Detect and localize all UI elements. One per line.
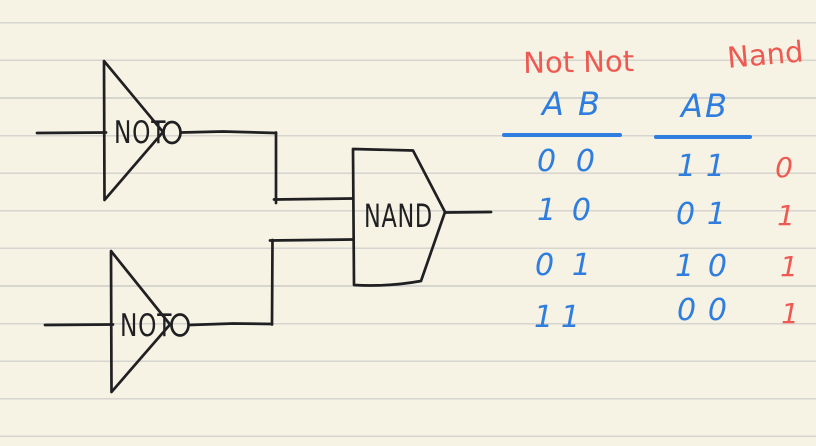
nand-row-4: 0 0 [677, 296, 727, 326]
not-not-table-rule [502, 133, 622, 137]
nand-out-2: 1 [777, 199, 795, 232]
logic-circuit-drawing [35, 59, 493, 394]
not-not-r4-b: 1 [560, 300, 580, 335]
not-gate-bottom-label: NOT [120, 308, 173, 344]
not-not-row-3: 0 1 [535, 251, 591, 281]
nand-gate-label: NAND [364, 197, 433, 235]
nand-r3-a: 1 [675, 249, 695, 284]
not-not-row-2: 1 0 [537, 196, 591, 226]
not-gate-bottom-triangle [109, 249, 172, 394]
wire-top-to-nand [272, 197, 355, 201]
nand-header-b: B [705, 87, 727, 125]
nand-out-1: 0 [775, 151, 793, 184]
not-gate-top-triangle [102, 59, 165, 202]
not-not-r1-b: 0 [575, 144, 595, 179]
wire-input-bottom [43, 323, 115, 327]
nand-r1-a: 1 [677, 149, 697, 184]
not-gate-top-label: NOT [114, 115, 167, 151]
not-not-table-header: A B [542, 88, 600, 120]
not-not-header-b: B [578, 85, 600, 123]
not-not-r2-b: 0 [571, 193, 591, 228]
nand-r2-a: 0 [676, 197, 696, 232]
wire-bottom-out-vertical [270, 238, 274, 326]
nand-r4-b: 0 [707, 293, 727, 328]
nand-header-a: A [681, 87, 703, 125]
nand-r2-b: 1 [706, 197, 726, 232]
nand-row-2: 0 1 [676, 200, 726, 230]
not-not-header-a: A [542, 85, 564, 123]
not-not-table-title: Not Not [522, 44, 635, 80]
nand-out-4: 1 [781, 297, 799, 330]
not-not-r3-a: 0 [535, 248, 555, 283]
not-gate-bottom-bubble [170, 313, 190, 337]
wire-nand-output [443, 210, 493, 214]
not-not-row-4: 1 1 [534, 303, 580, 333]
nand-gate-body [351, 147, 447, 287]
nand-table-rule [654, 135, 752, 139]
nand-out-3: 1 [780, 250, 798, 283]
nand-r4-a: 0 [677, 293, 697, 328]
not-not-row-1: 0 0 [537, 147, 595, 177]
nand-r1-b: 1 [705, 149, 725, 184]
not-not-r3-b: 1 [571, 248, 591, 283]
nand-row-1: 1 1 [677, 152, 725, 182]
not-not-r2-a: 1 [537, 193, 557, 228]
wire-bottom-to-nand [268, 238, 355, 242]
nand-table-header: A B [681, 90, 727, 122]
nand-table-title: Nand [725, 34, 805, 75]
nand-row-3: 1 0 [675, 252, 727, 282]
wire-input-top [35, 131, 108, 135]
not-not-r1-a: 0 [537, 144, 557, 179]
wire-top-out-horizontal [179, 130, 278, 135]
wire-bottom-out-horizontal [187, 322, 274, 327]
not-not-r4-a: 1 [534, 300, 554, 335]
nand-r3-b: 0 [707, 249, 727, 284]
